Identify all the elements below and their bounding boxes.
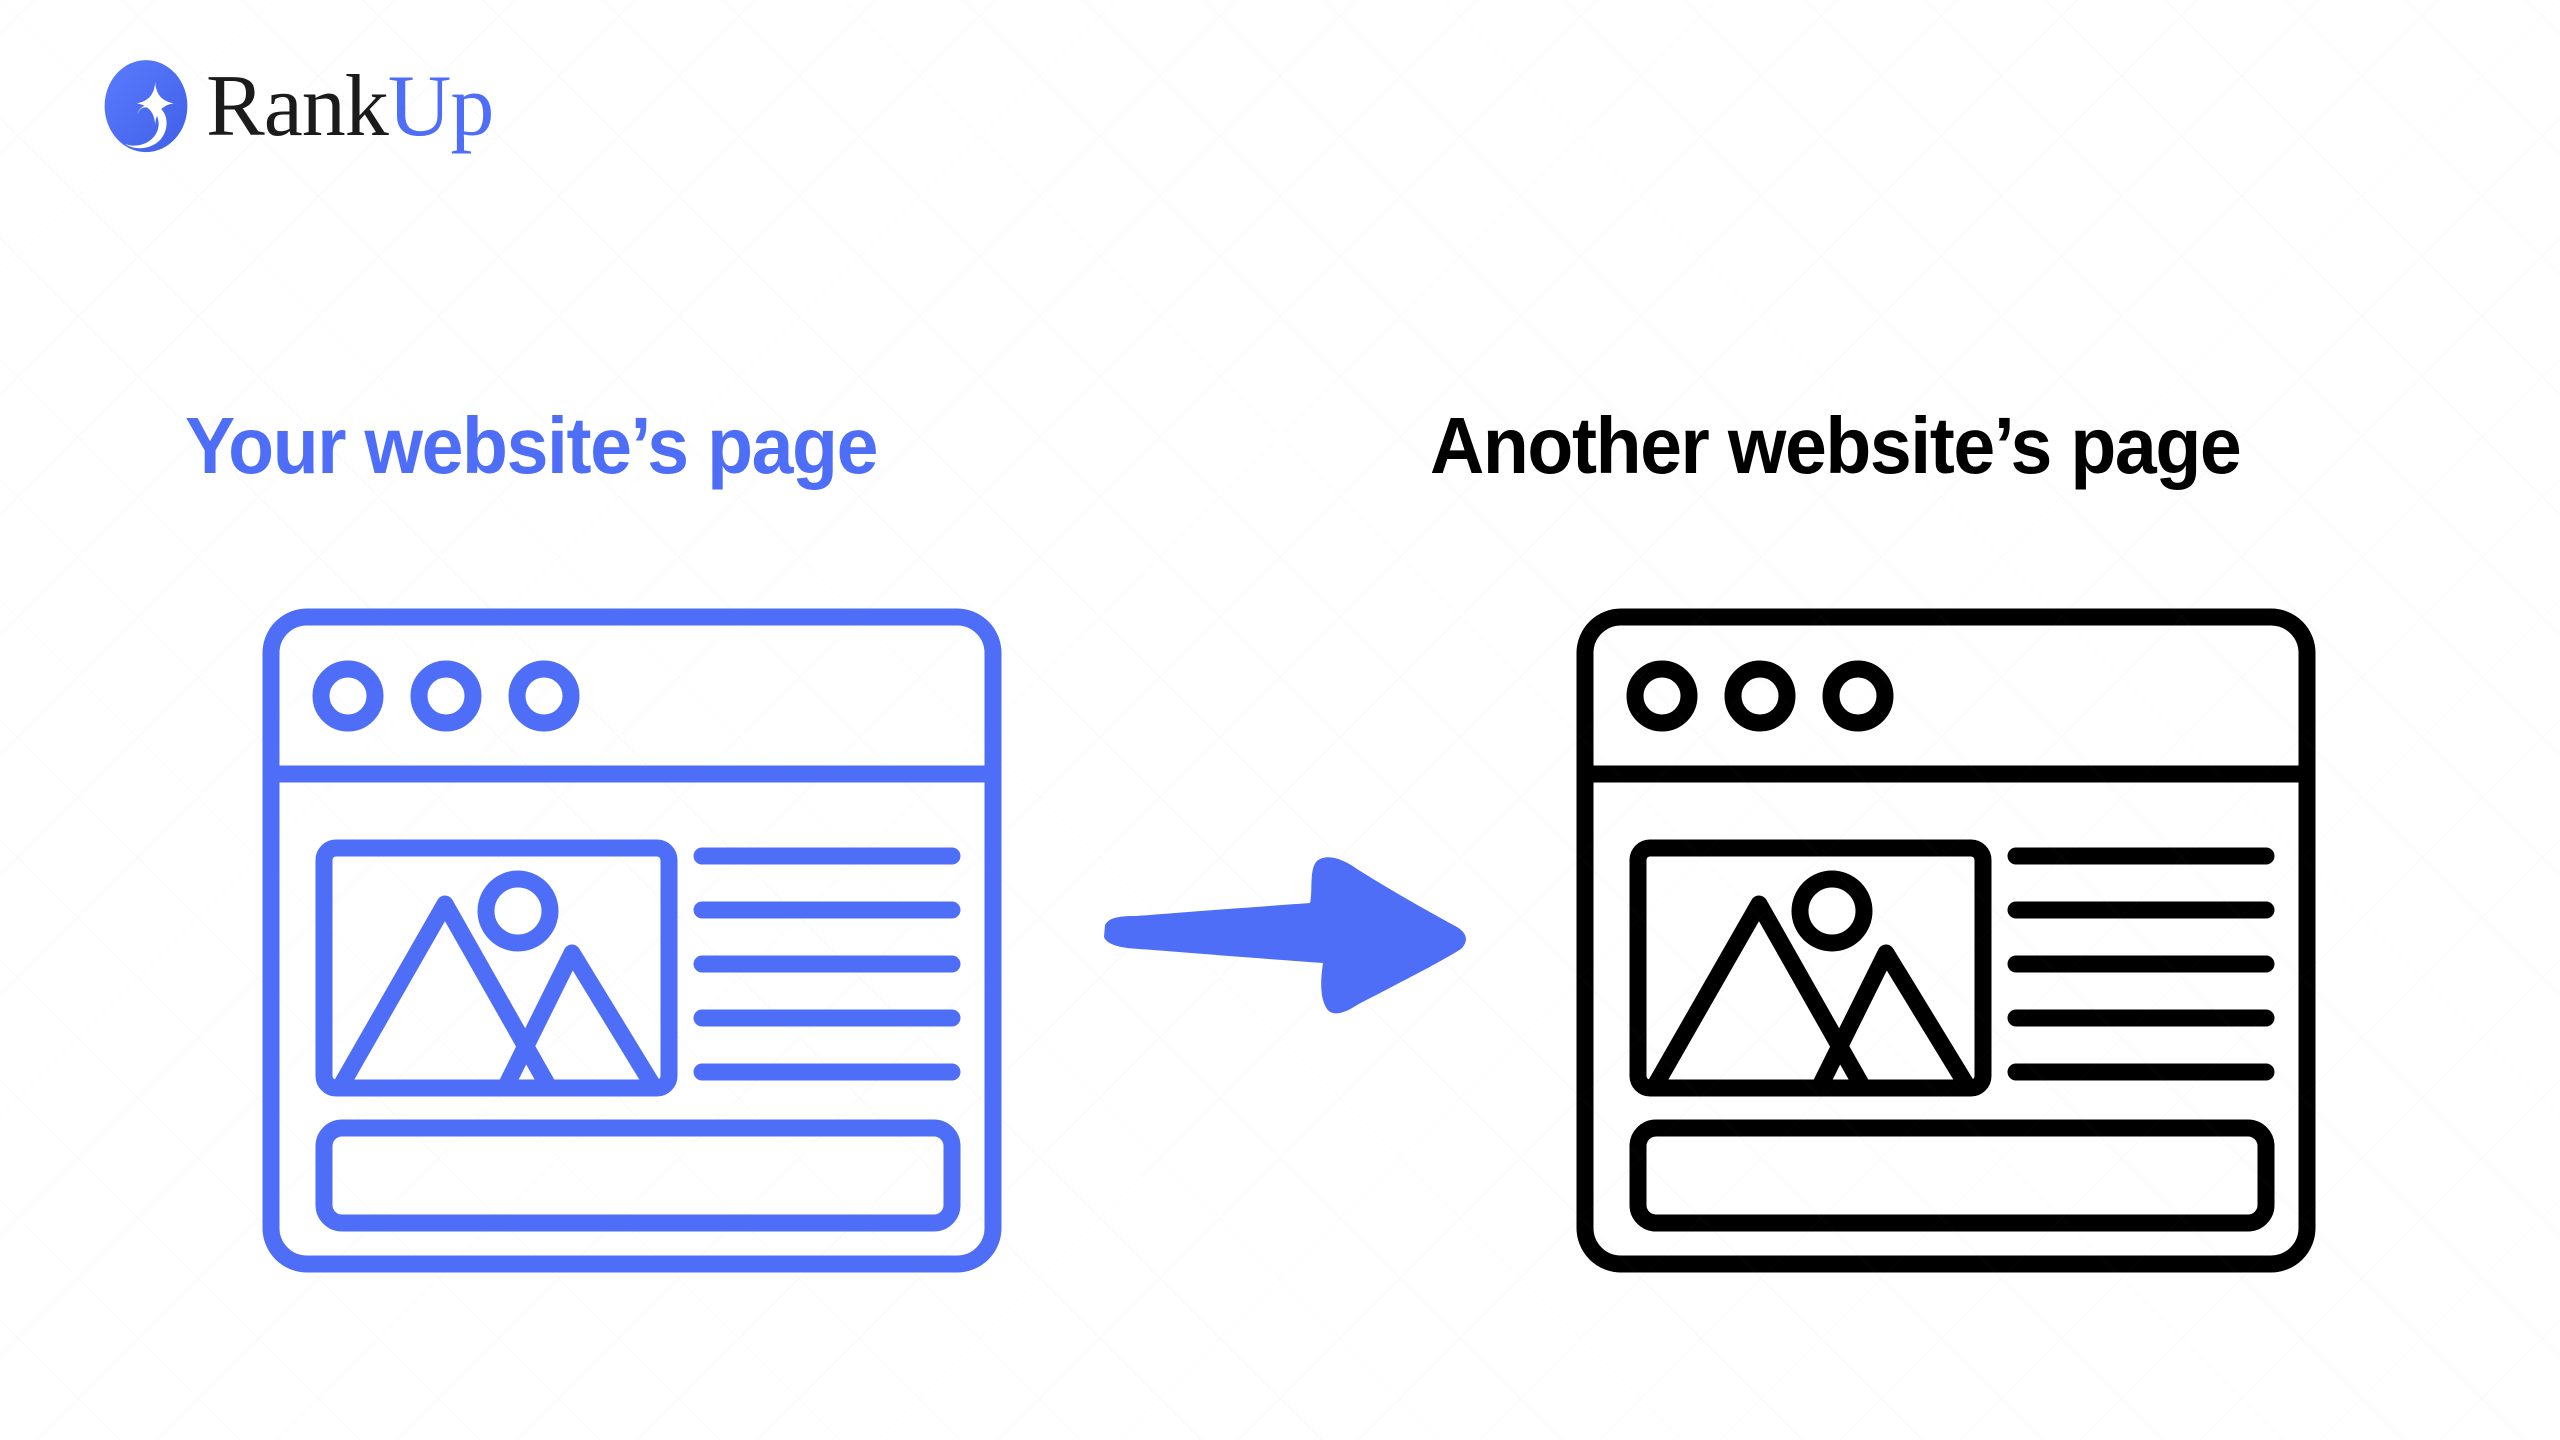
right-arrow-icon (1104, 857, 1466, 1014)
heading-your-website: Your website’s page (185, 401, 878, 490)
mountain-small (498, 944, 661, 1093)
mountain-small (1812, 944, 1975, 1093)
mockup-your-website-page[interactable] (262, 608, 1002, 1273)
window-frame (1576, 608, 2316, 1273)
transition-arrow (1095, 845, 1485, 1030)
brand-wordmark: RankUp (206, 63, 494, 151)
sun-icon (477, 870, 559, 952)
titlebar-dot-2 (1724, 660, 1796, 732)
mountain-large (1647, 895, 1870, 1093)
titlebar-dot-2 (410, 660, 482, 732)
titlebar-dot-1 (312, 660, 384, 732)
titlebar-dot-3 (1822, 660, 1894, 732)
titlebar-dot-3 (508, 660, 580, 732)
footer-block (1629, 1119, 2275, 1232)
brand-name-primary: Rank (206, 58, 389, 155)
image-placeholder-frame (1629, 839, 1992, 1097)
heading-another-website: Another website’s page (1430, 401, 2242, 490)
sun-icon (1791, 870, 1873, 952)
browser-window-illustration (262, 608, 1002, 1273)
brand-logo[interactable]: RankUp (100, 58, 494, 156)
image-placeholder-frame (315, 839, 678, 1097)
browser-window-illustration (1576, 608, 2316, 1273)
window-frame (262, 608, 1002, 1273)
titlebar-dot-1 (1626, 660, 1698, 732)
mockup-another-website-page[interactable] (1576, 608, 2316, 1273)
footer-block (315, 1119, 961, 1232)
brand-name-secondary: Up (387, 58, 495, 155)
mountain-large (333, 895, 556, 1093)
cat-star-circle-logo-icon (104, 60, 188, 153)
